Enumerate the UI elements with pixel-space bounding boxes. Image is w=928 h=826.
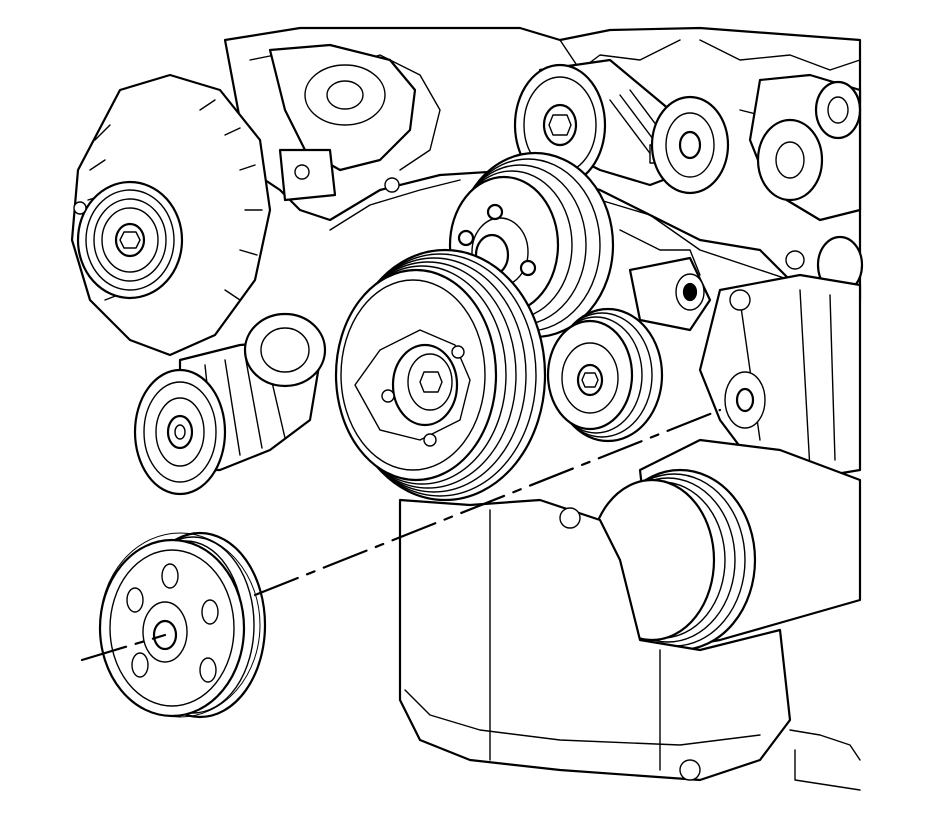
removed-pulley <box>98 531 267 719</box>
upper-right-bracket <box>748 73 864 295</box>
upper-idler-pulley <box>513 58 730 195</box>
alternator <box>70 73 272 357</box>
idler-pulley <box>546 307 664 443</box>
thermostat-housing <box>268 43 417 202</box>
crankshaft-balancer <box>334 248 547 502</box>
belt-tensioner <box>133 312 327 496</box>
oil-pan <box>398 498 861 791</box>
tensioner-mount <box>628 256 712 332</box>
exploded-view-leader-line <box>80 408 722 662</box>
